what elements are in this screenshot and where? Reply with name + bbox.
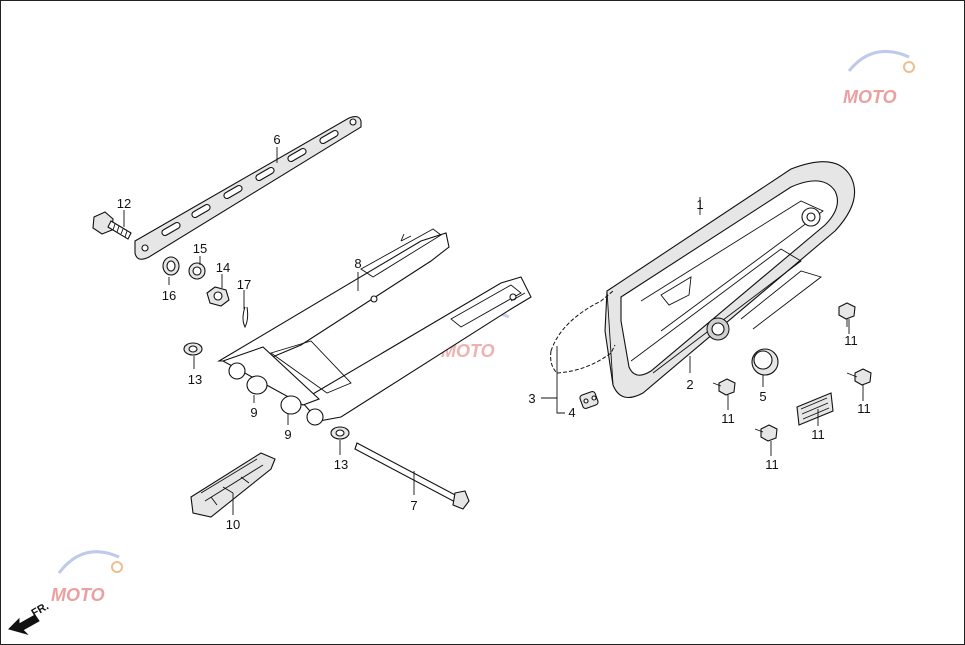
part-label-11d: 11 bbox=[765, 457, 779, 472]
bolt-11-upper bbox=[838, 302, 856, 327]
washer-15 bbox=[188, 262, 206, 280]
front-direction-indicator: FR. bbox=[8, 600, 51, 635]
cotter-pin-17 bbox=[242, 306, 249, 329]
watermark-logo-top-right: MOTO bbox=[843, 49, 915, 107]
part-label-11e: 11 bbox=[811, 427, 825, 442]
washer-13-left bbox=[183, 342, 203, 356]
part-label-13a: 13 bbox=[188, 372, 202, 387]
part-label-16: 16 bbox=[162, 288, 176, 303]
part-label-14: 14 bbox=[216, 260, 230, 275]
rubber-cap bbox=[751, 348, 779, 376]
collar-16 bbox=[162, 256, 180, 276]
bolt-11-right bbox=[846, 368, 872, 386]
chain-guide bbox=[190, 452, 276, 518]
part-label-8: 8 bbox=[354, 256, 361, 271]
part-label-4: 4 bbox=[568, 405, 575, 420]
front-label: FR. bbox=[30, 600, 51, 619]
part-label-13b: 13 bbox=[334, 457, 348, 472]
part-label-9a: 9 bbox=[250, 405, 257, 420]
watermark-logo-bottom-left: MOTO bbox=[51, 550, 123, 605]
part-label-6: 6 bbox=[273, 132, 280, 147]
part-label-9b: 9 bbox=[284, 427, 291, 442]
part-label-12: 12 bbox=[117, 196, 131, 211]
part-label-11b: 11 bbox=[721, 411, 735, 426]
axle bbox=[354, 442, 470, 510]
part-label-10: 10 bbox=[226, 517, 240, 532]
part-label-2: 2 bbox=[686, 377, 693, 392]
drive-chain bbox=[550, 290, 616, 374]
front-arrow-icon bbox=[8, 614, 40, 635]
chain-slider-plate bbox=[134, 115, 362, 260]
part-label-11a: 11 bbox=[844, 333, 858, 348]
part-label-11c: 11 bbox=[857, 401, 871, 416]
watermark-text: MOTO bbox=[441, 341, 495, 361]
part-label-7: 7 bbox=[410, 498, 417, 513]
watermark-text: MOTO bbox=[51, 585, 105, 605]
part-label-15: 15 bbox=[193, 241, 207, 256]
leader-lines bbox=[123, 147, 864, 515]
part-label-1: 1 bbox=[696, 197, 703, 212]
washer-13-right bbox=[330, 426, 350, 440]
swingarm bbox=[216, 228, 532, 426]
part-label-5: 5 bbox=[759, 389, 766, 404]
bolt-11-mid bbox=[712, 378, 736, 396]
castle-nut-14 bbox=[206, 286, 230, 307]
master-link bbox=[579, 390, 599, 410]
caution-label-11 bbox=[796, 392, 834, 426]
chain-case bbox=[604, 161, 856, 399]
part-label-17: 17 bbox=[237, 277, 251, 292]
part-label-3: 3 bbox=[528, 391, 535, 406]
flange-bolt-12 bbox=[92, 211, 132, 240]
bolt-11-lower bbox=[754, 424, 778, 442]
watermark-text: MOTO bbox=[843, 87, 897, 107]
